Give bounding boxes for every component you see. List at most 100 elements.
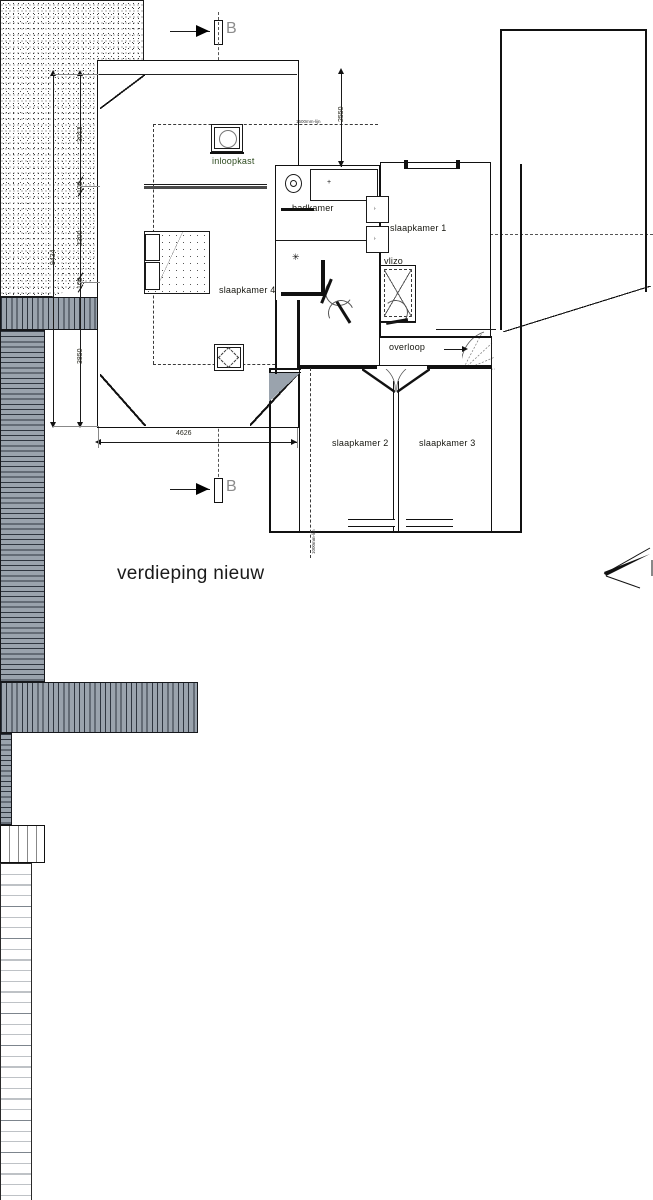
dim-2550: 2550	[338, 106, 345, 122]
section-b-bottom-arrow	[196, 483, 209, 495]
stair-direction-arrowhead	[462, 345, 468, 352]
slaapkamer1-bottom-edge	[380, 336, 492, 338]
bed-headline	[144, 231, 210, 232]
dim-4626: 4626	[176, 430, 192, 437]
landing-stub-wall	[269, 368, 301, 370]
door-swing-slaapkamer3	[396, 368, 431, 393]
closet-rail-edge	[144, 184, 267, 185]
dim-bottom-line	[99, 442, 297, 443]
note-1500mm-lijn: 1500mm-lijn	[296, 119, 321, 124]
left-wing-top-cap	[99, 62, 297, 75]
dim-2550-line	[341, 72, 342, 167]
partition-slaapkamer2-3	[393, 381, 399, 532]
dim-chain-arrow-bottom	[76, 422, 83, 428]
door-swing-slaapkamer3-icon	[396, 368, 431, 393]
corner-leader-icon	[603, 547, 653, 589]
lower-block-top-wall-right	[427, 365, 492, 369]
lower-block-top-wall-left	[299, 365, 377, 369]
room-label-slaapkamer1: slaapkamer 1	[390, 223, 447, 233]
dim-overall-9434: 9434	[50, 249, 57, 265]
dim-overall-arrow-top	[49, 70, 56, 76]
section-b-top-label: B	[226, 20, 237, 37]
witness-line-mid-1	[80, 186, 100, 187]
door-swing-slaapkamer2-icon	[361, 368, 396, 393]
door-swing-slaapkamer2	[361, 368, 396, 393]
window-slaapkamer1-frame-r	[456, 160, 460, 169]
adjacent-volume-left-edge	[500, 30, 502, 330]
knee-line-1500-horizontal	[153, 124, 378, 125]
roof-mitre-bottomleft	[100, 374, 146, 426]
badkamer-mid-divider	[276, 240, 380, 241]
corner-leader-marker	[600, 530, 653, 590]
section-b-top-arrow	[196, 25, 209, 37]
drawing-title: verdieping nieuw	[117, 563, 265, 584]
overloop-top-edge	[380, 322, 416, 323]
witness-line-top	[53, 74, 99, 75]
window-slaapkamer2	[348, 519, 395, 527]
staircase-top-edge	[436, 329, 496, 330]
room-label-slaapkamer3: slaapkamer 3	[419, 438, 476, 448]
dim-3013: 3013	[77, 126, 84, 142]
dim-100-upper: 100	[77, 181, 84, 193]
room-label-inloopkast: inloopkast	[212, 156, 255, 166]
dim-overall-arrow-bottom	[49, 422, 56, 428]
dim-3850: 3850	[77, 348, 84, 364]
adjacent-volume-stipple	[0, 0, 144, 297]
dim-2550-arrow-top	[337, 68, 344, 74]
wing-connector-wall-2	[275, 300, 277, 374]
roof-hatch-right-upper	[0, 733, 12, 825]
landing-left-wall	[269, 368, 271, 533]
wardrobe-lower	[366, 226, 389, 253]
witness-line-bottom	[53, 426, 99, 427]
skylight-top-circle	[219, 130, 237, 148]
room-label-vlizo: vlizo	[384, 256, 404, 266]
vlizo-cross-2	[384, 269, 412, 317]
dim-bottom-arrow-right	[291, 438, 297, 445]
section-b-bottom-bar	[214, 478, 223, 503]
dim-bottom-witness-left	[98, 428, 99, 448]
adjacent-volume-top-edge	[500, 29, 647, 31]
shower-symbol: ✳	[292, 252, 300, 262]
roof-mitre-topleft	[100, 75, 145, 109]
bathroom-fixture-bar-vertical	[321, 260, 325, 296]
section-b-bottom-label: B	[226, 478, 237, 495]
bathtub-surround	[310, 169, 378, 201]
dim-2300: 2300	[77, 230, 84, 246]
wardrobe-lower-mark: ⊦	[374, 236, 377, 241]
wing-connector-wall	[297, 300, 300, 370]
room-label-badkamer: badkamer	[292, 203, 334, 213]
staircase-treads	[0, 825, 45, 863]
bathroom-fixture-bar-horizontal	[281, 292, 321, 296]
adjacent-volume-diagonal-edge	[503, 286, 651, 332]
room-label-slaapkamer4: slaapkamer 4	[219, 285, 276, 295]
pillow-2	[145, 262, 160, 290]
lower-block-bottom-wall	[269, 531, 522, 533]
window-slaapkamer1	[406, 162, 458, 169]
wardrobe-upper	[366, 196, 389, 223]
window-slaapkamer1-frame-l	[404, 160, 408, 169]
room-label-slaapkamer2: slaapkamer 2	[332, 438, 389, 448]
room-label-overloop: overloop	[389, 342, 426, 352]
roof-slope-right	[0, 863, 32, 1200]
note-1000mm-lijn: 1000mm-lijn	[311, 529, 316, 554]
stair-direction-arrow-line	[444, 349, 466, 350]
overloop-right-edge	[491, 337, 492, 365]
bathroom-counter	[281, 208, 314, 211]
window-slaapkamer3	[406, 519, 453, 527]
witness-line-mid-2	[80, 282, 100, 283]
skylight-top-sill	[210, 152, 244, 154]
roof-slope-right-outer	[520, 164, 522, 532]
dim-chain-overall-line	[53, 74, 54, 426]
knee-line-1000-vertical	[310, 368, 311, 558]
skylight-bottom-inner	[217, 347, 241, 368]
closet-rail	[144, 186, 267, 189]
pillow-1	[145, 234, 160, 261]
dim-chain-line	[80, 74, 81, 426]
roof-corner-wedge-lower-left	[269, 372, 301, 403]
dim-bottom-witness-right	[297, 428, 298, 448]
dim-chain-arrow-top	[76, 70, 83, 76]
section-b-bottom-leader	[170, 489, 210, 490]
dim-100-lower: 100	[77, 277, 84, 289]
duvet-fold	[160, 232, 188, 292]
washbasin-inner	[290, 180, 297, 187]
